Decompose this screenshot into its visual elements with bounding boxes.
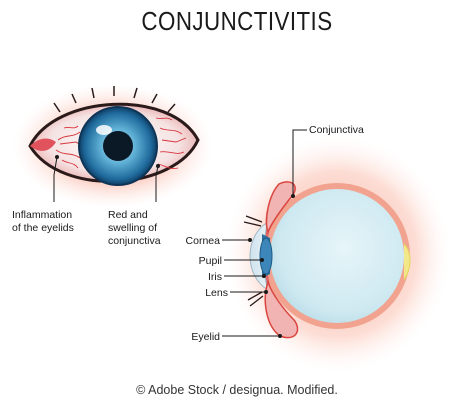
image-credit: © Adobe Stock / designua. Modified. (136, 383, 338, 397)
label-inflammation-line2: of the eyelids (12, 222, 74, 234)
eyeball (264, 183, 410, 329)
eyelid-pointer-dot (278, 334, 282, 338)
diagram-title: CONJUNCTIVITIS (141, 6, 333, 36)
label-red-line1: Red and (108, 209, 148, 221)
conjunctiva-leader-line (292, 129, 307, 196)
cornea-pointer-dot (248, 238, 252, 242)
pupil-pointer-dot (260, 258, 264, 262)
inflammation-pointer-dot (55, 155, 59, 159)
label-iris: Iris (208, 271, 222, 283)
label-red-line3: conjunctiva (108, 235, 161, 247)
label-pupil: Pupil (199, 255, 222, 267)
red-swelling-leader-line (155, 165, 159, 202)
lens-pointer-dot (264, 290, 268, 294)
pupil-front (103, 131, 133, 161)
label-lens: Lens (205, 287, 228, 299)
label-red-line2: swelling of (108, 222, 157, 234)
eyelashes (53, 86, 176, 113)
inner-corner (30, 138, 56, 151)
cross-section-illustration (226, 136, 450, 372)
inflammation-leader-line (53, 156, 58, 202)
front-eye-illustration (13, 84, 213, 208)
conjunctiva-pointer-dot (291, 194, 295, 198)
label-conjunctiva: Conjunctiva (309, 124, 364, 136)
lower-eyelid (264, 279, 299, 339)
blood-vessels (55, 117, 187, 169)
eye-highlight (96, 125, 112, 135)
optic-nerve (403, 243, 411, 281)
lens-shape (259, 237, 273, 275)
red-swelling-pointer-dot (156, 164, 160, 168)
label-eyelid: Eyelid (191, 331, 220, 343)
cross-section-eyelashes (243, 215, 264, 307)
label-inflammation-line1: Inflammation (12, 209, 72, 221)
iris-pointer-dot (262, 274, 266, 278)
label-cornea: Cornea (186, 235, 221, 247)
